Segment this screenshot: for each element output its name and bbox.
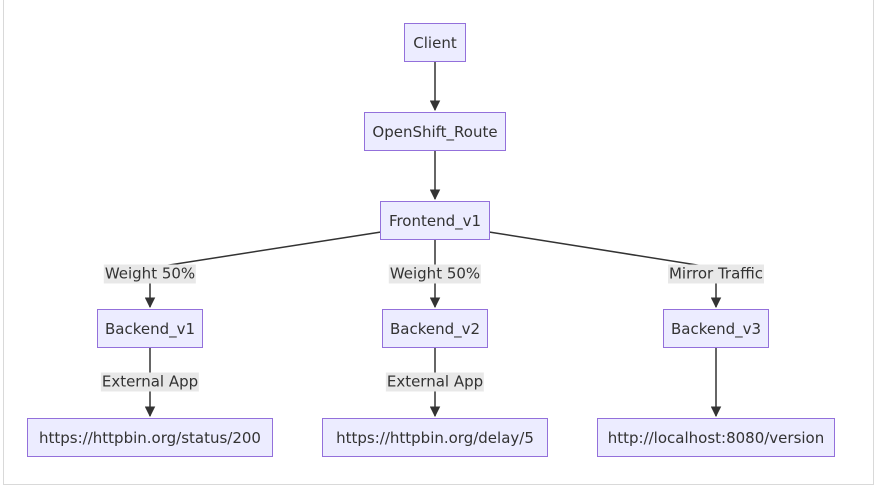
node-backend-v1: Backend_v1 [97,309,203,348]
edge-label-weight-v2: Weight 50% [388,264,482,284]
node-client: Client [404,23,466,62]
node-backend-v2: Backend_v2 [382,309,488,348]
diagram-canvas [3,0,874,485]
node-backend-v3: Backend_v3 [663,309,769,348]
node-openshift-route: OpenShift_Route [364,112,506,151]
edge-label-mirror-traffic: Mirror Traffic [667,264,765,284]
edge-label-external-app-v2: External App [385,372,485,392]
node-frontend-v1: Frontend_v1 [380,201,490,240]
node-target-httpbin-delay: https://httpbin.org/delay/5 [322,418,548,457]
edge-label-external-app-v1: External App [100,372,200,392]
node-target-localhost-version: http://localhost:8080/version [597,418,835,457]
node-target-httpbin-status: https://httpbin.org/status/200 [27,418,273,457]
edge-label-weight-v1: Weight 50% [103,264,197,284]
